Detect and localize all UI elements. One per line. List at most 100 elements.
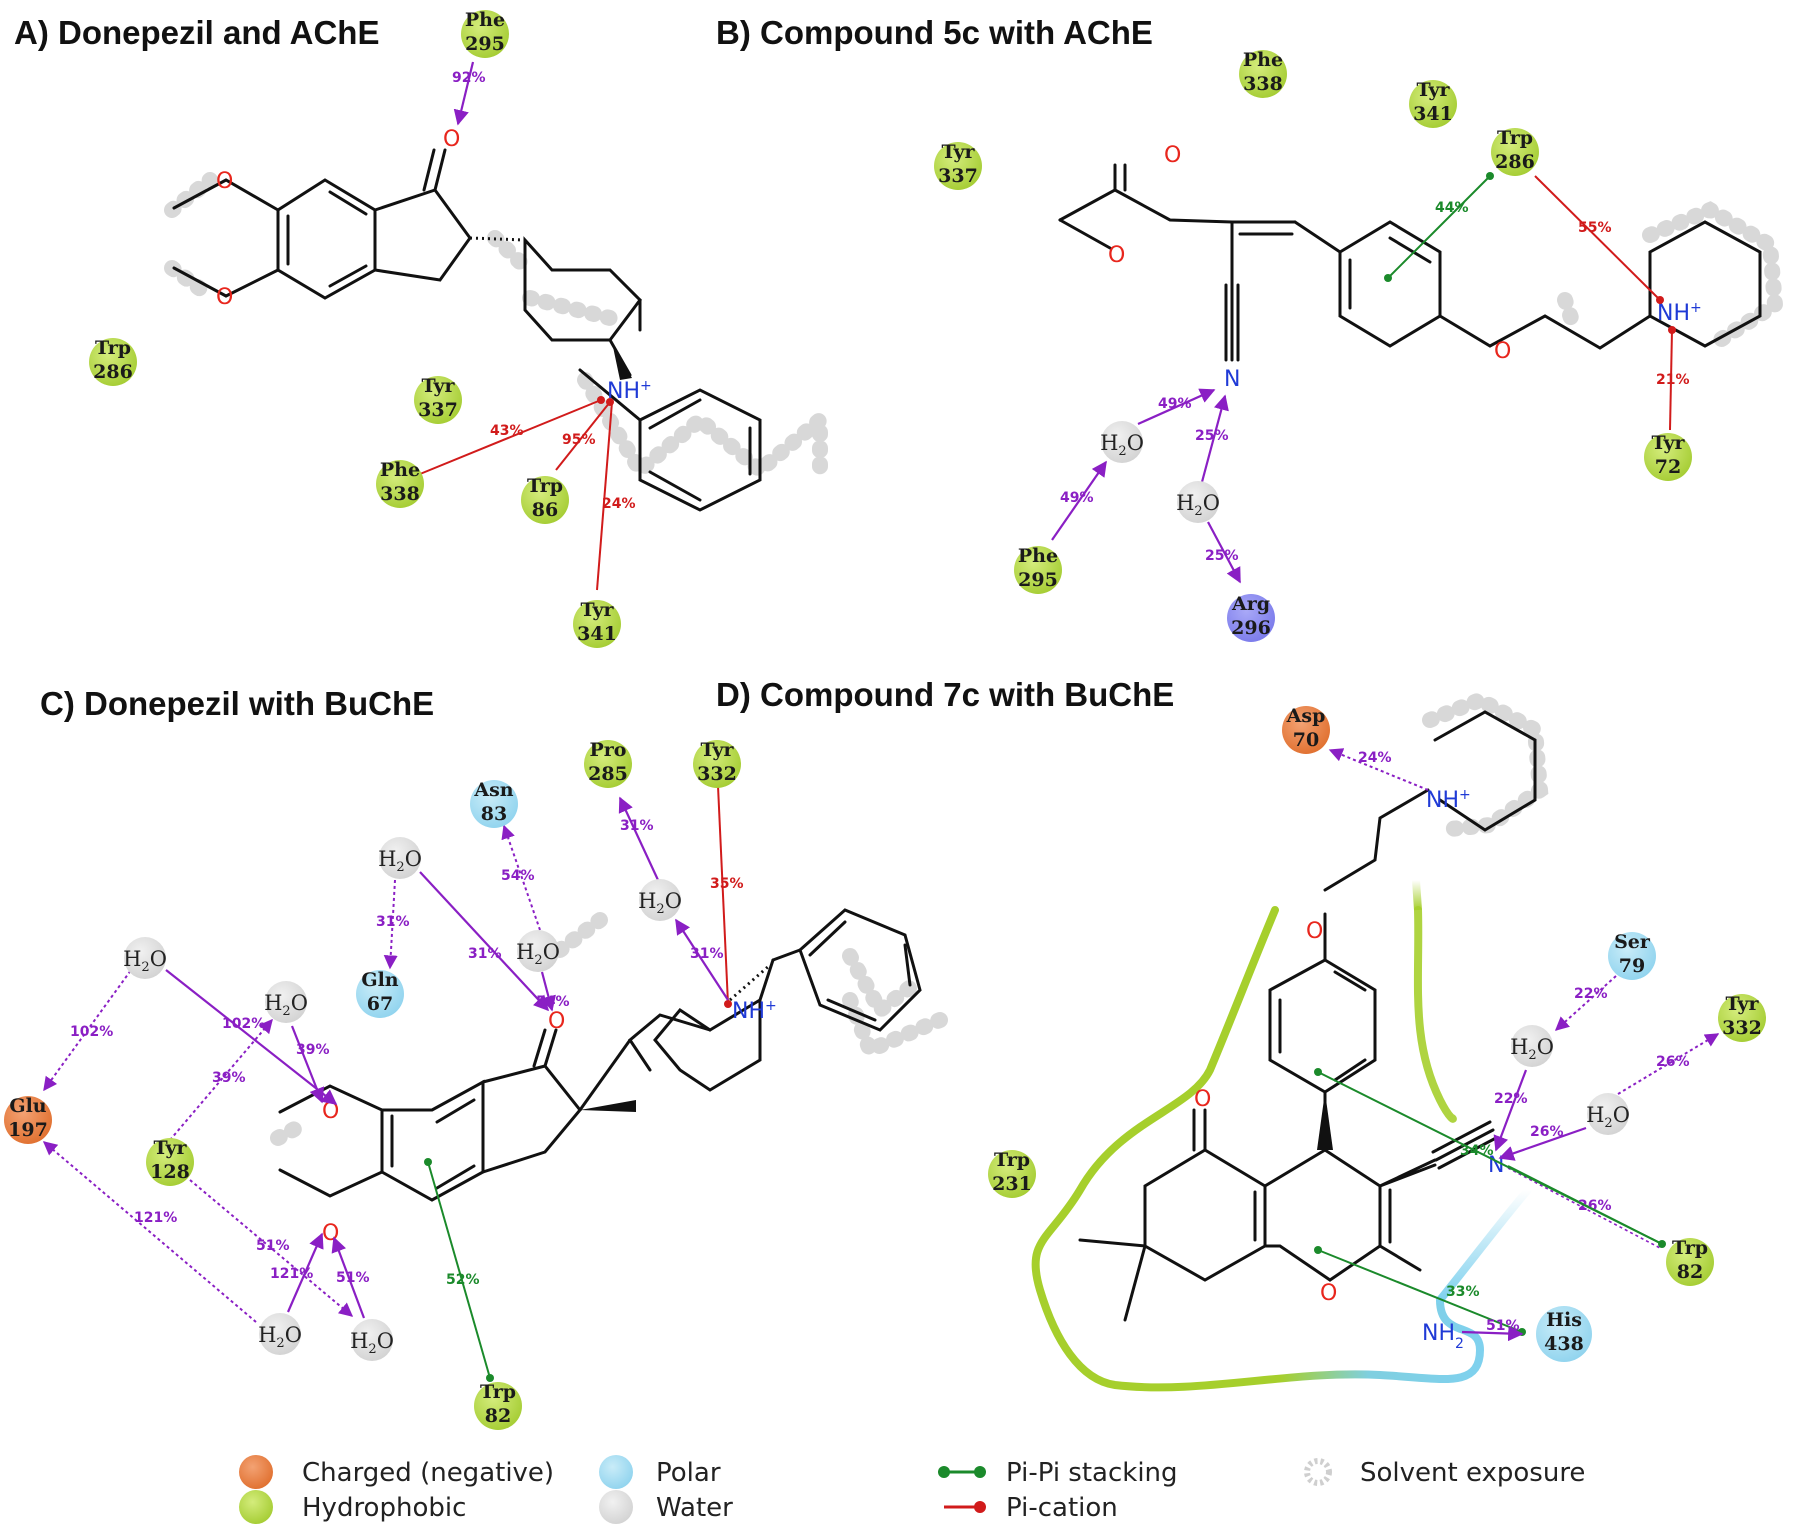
hbond-water-n-b — [1137, 388, 1216, 426]
ligand-7c — [1078, 710, 1537, 1322]
svg-text:H2O: H2O — [516, 940, 560, 968]
pct-d-26a: 26% — [1530, 1124, 1564, 1140]
panel-d-title: D) Compound 7c with BuChE — [716, 676, 1174, 713]
legend-pication: Pi-cation — [944, 1493, 1118, 1523]
svg-text:Trp: Trp — [95, 337, 131, 359]
pct-c-54b: 54% — [536, 994, 570, 1010]
hbond-water2-n-d — [1498, 1126, 1587, 1161]
pipi-trp82-c — [427, 1161, 491, 1379]
hbond-tyr128-water-c — [169, 1018, 273, 1141]
atom-o-pyran-d: O — [1320, 1281, 1337, 1306]
hbond-water-omethoxy-c — [165, 969, 338, 1105]
pct-c-39a: 39% — [296, 1042, 330, 1058]
svg-text:Tyr: Tyr — [580, 599, 614, 621]
hbond-tyr128-water-c2 — [189, 1179, 354, 1317]
hbond-water-pro285-c — [618, 796, 659, 881]
hbond-water-o-c — [419, 871, 550, 1012]
pct-c-54a: 54% — [501, 868, 535, 884]
svg-text:H2O: H2O — [1100, 431, 1144, 459]
svg-text:332: 332 — [1722, 1017, 1762, 1039]
pication-trp286-b — [1534, 175, 1661, 301]
pct-92: 92% — [452, 70, 486, 86]
atom-o-carbonyl-c: O — [548, 1009, 565, 1034]
svg-text:Phe: Phe — [1243, 49, 1283, 71]
svg-text:72: 72 — [1655, 456, 1681, 478]
svg-text:H2O: H2O — [638, 889, 682, 917]
atom-o-ester: O — [1108, 243, 1125, 268]
pct-c-31b: 31% — [620, 818, 654, 834]
pct-d-33: 33% — [1446, 1284, 1480, 1300]
pct-c-35: 35% — [710, 876, 744, 892]
pication-trp86-a — [555, 401, 611, 471]
svg-text:Trp: Trp — [1497, 127, 1533, 149]
pct-c-31d: 31% — [468, 946, 502, 962]
pct-d-26b: 26% — [1656, 1054, 1690, 1070]
pct-d-24: 24% — [1358, 750, 1392, 766]
pct-c-102a: 102% — [70, 1024, 113, 1040]
svg-text:Water: Water — [656, 1493, 733, 1523]
atom-o-methoxy-2: O — [216, 285, 233, 310]
atom-o-methoxy-c1: O — [322, 1099, 339, 1124]
svg-text:Polar: Polar — [656, 1458, 721, 1488]
svg-text:128: 128 — [150, 1161, 190, 1183]
pct-d-26c: 26% — [1578, 1198, 1612, 1214]
pct-c-121a: 121% — [134, 1210, 177, 1226]
svg-text:Tyr: Tyr — [941, 141, 975, 163]
svg-text:Asn: Asn — [473, 779, 513, 801]
hbond-ser79-water-d — [1554, 975, 1617, 1031]
svg-text:337: 337 — [938, 165, 978, 187]
atom-n-nitrile: N — [1224, 367, 1240, 392]
pct-49b: 49% — [1060, 490, 1094, 506]
svg-text:296: 296 — [1231, 617, 1271, 639]
hbond-water-omethoxy3-c — [331, 1236, 366, 1319]
pct-44: 44% — [1435, 200, 1469, 216]
svg-text:Tyr: Tyr — [1416, 79, 1450, 101]
svg-text:Phe: Phe — [465, 9, 505, 31]
svg-text:Hydrophobic: Hydrophobic — [302, 1493, 466, 1523]
panel-d: O O O N NH2 NH+ 24% 22% 22% 26% 26% 26% … — [988, 691, 1766, 1392]
svg-text:341: 341 — [577, 623, 617, 645]
svg-text:Asp: Asp — [1286, 705, 1326, 727]
pct-c-102b: 102% — [222, 1016, 265, 1032]
pct-49a: 49% — [1158, 396, 1192, 412]
water-c-5: H2O — [264, 981, 308, 1023]
atom-nh-plus: NH+ — [1657, 300, 1702, 326]
pct-c-31c: 31% — [690, 946, 724, 962]
water-c-2: H2O — [516, 930, 560, 972]
atom-nh-plus: NH+ — [607, 378, 652, 404]
water-d-1: H2O — [1510, 1025, 1554, 1067]
svg-text:295: 295 — [465, 33, 505, 55]
pct-d-51: 51% — [1486, 1318, 1520, 1334]
svg-text:231: 231 — [992, 1173, 1032, 1195]
hbond-phe295-water-b — [1051, 460, 1107, 541]
pct-d-22b: 22% — [1494, 1091, 1528, 1107]
pct-21: 21% — [1656, 372, 1690, 388]
svg-text:86: 86 — [532, 499, 558, 521]
svg-text:286: 286 — [93, 361, 133, 383]
svg-text:82: 82 — [1677, 1261, 1703, 1283]
panel-c: O O O NH+ 31% 54% 31% 35% 31% 31% 54% 10… — [4, 739, 948, 1430]
pct-c-52: 52% — [446, 1272, 480, 1288]
svg-text:Gln: Gln — [361, 969, 398, 991]
svg-text:341: 341 — [1413, 103, 1453, 125]
svg-text:Tyr: Tyr — [421, 375, 455, 397]
pct-43: 43% — [490, 423, 524, 439]
pct-c-31a: 31% — [376, 914, 410, 930]
hbond-water-omethoxy2-c — [286, 1232, 324, 1313]
water-b-1: H2O — [1100, 421, 1144, 463]
hbond-nh2-his438-d — [1461, 1325, 1524, 1342]
svg-text:H2O: H2O — [264, 991, 308, 1019]
water-d-2: H2O — [1586, 1093, 1630, 1135]
hbond-water-arg296-b — [1207, 521, 1241, 584]
pct-95: 95% — [562, 432, 596, 448]
atom-nh-plus-c: NH+ — [732, 998, 777, 1024]
ligand-donepezil-c — [278, 908, 922, 1202]
svg-text:Pro: Pro — [590, 739, 627, 761]
svg-text:Tyr: Tyr — [153, 1137, 187, 1159]
